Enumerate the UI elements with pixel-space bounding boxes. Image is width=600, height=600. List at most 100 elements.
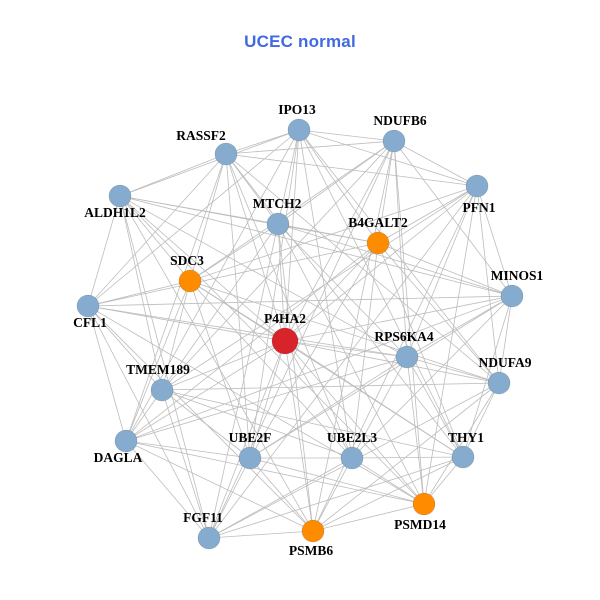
edge-SDC3-NDUFA9 [189,280,500,384]
edge-NDUFB6-PSMD14 [393,140,425,505]
node-label-MTCH2: MTCH2 [253,196,302,211]
edge-MTCH2-NDUFB6 [277,140,395,225]
edge-MINOS1-THY1 [462,295,513,458]
node-PSMD14 [412,492,436,516]
node-label-PSMD14: PSMD14 [394,517,446,532]
edge-TMEM189-SDC3 [161,280,191,391]
node-label-NDUFB6: NDUFB6 [373,113,426,128]
edge-MINOS1-UBE2L3 [351,295,513,459]
edge-FGF11-DAGLA [125,440,210,539]
edge-THY1-FGF11 [208,456,464,539]
edge-MINOS1-UBE2F [249,295,513,459]
node-NDUFA9 [487,371,511,395]
edge-P4HA2-RASSF2 [225,153,286,342]
edge-TMEM189-CFL1 [87,305,163,391]
edge-RPS6KA4-THY1 [406,356,464,458]
edge-P4HA2-RPS6KA4 [284,340,408,358]
edge-DAGLA-SDC3 [125,280,191,442]
node-label-PFN1: PFN1 [463,200,496,215]
edge-NDUFB6-B4GALT2 [377,140,395,244]
node-label-RASSF2: RASSF2 [176,128,226,143]
node-label-ALDH1L2: ALDH1L2 [84,205,146,220]
node-label-RPS6KA4: RPS6KA4 [374,329,434,344]
edge-UBE2L3-SDC3 [189,280,353,459]
node-label-IPO13: IPO13 [278,102,316,117]
edge-CFL1-RASSF2 [87,153,227,307]
edge-P4HA2-UBE2L3 [284,340,353,459]
edge-TMEM189-ALDH1L2 [119,195,163,391]
node-FGF11 [197,526,221,550]
edge-IPO13-UBE2L3 [298,129,353,459]
edge-RASSF2-THY1 [225,153,464,458]
edge-UBE2F-DAGLA [125,440,251,459]
edge-NDUFA9-RPS6KA4 [406,356,500,384]
edge-UBE2L3-RASSF2 [225,153,353,459]
edge-TMEM189-PFN1 [161,185,478,391]
edge-PFN1-MINOS1 [476,185,513,297]
edge-P4HA2-PSMB6 [284,340,314,532]
edge-DAGLA-CFL1 [87,305,127,442]
node-label-P4HA2: P4HA2 [264,311,306,326]
edge-NDUFA9-TMEM189 [161,382,500,391]
edge-UBE2F-RASSF2 [225,153,251,459]
edge-THY1-UBE2L3 [351,456,464,459]
edge-MINOS1-DAGLA [125,295,513,442]
edge-TMEM189-MTCH2 [161,223,279,391]
node-RPS6KA4 [395,345,419,369]
edge-PSMD14-DAGLA [125,440,425,505]
edge-NDUFB6-PFN1 [393,140,478,187]
edge-CFL1-MINOS1 [87,295,513,307]
edge-SDC3-ALDH1L2 [119,195,191,282]
edge-PFN1-PSMD14 [423,185,478,505]
edge-RASSF2-IPO13 [225,129,300,155]
edge-UBE2F-FGF11 [208,457,251,539]
edge-P4HA2-NDUFB6 [284,140,395,342]
edge-SDC3-RASSF2 [189,153,227,282]
node-label-NDUFA9: NDUFA9 [479,355,532,370]
edge-ALDH1L2-RASSF2 [119,153,227,197]
edge-UBE2F-IPO13 [249,129,300,459]
edge-RASSF2-PFN1 [225,153,478,187]
edge-CFL1-SDC3 [87,280,191,307]
nodes-layer [76,118,524,550]
labels-layer: P4HA2IPO13NDUFB6B4GALT2PFN1MINOS1NDUFA9R… [73,102,543,558]
edge-NDUFA9-THY1 [462,382,500,458]
node-SDC3 [178,269,202,293]
node-IPO13 [287,118,311,142]
edge-SDC3-NDUFB6 [189,140,395,282]
edge-IPO13-NDUFB6 [298,129,395,142]
edge-P4HA2-UBE2F [249,340,286,459]
node-B4GALT2 [366,231,390,255]
node-label-THY1: THY1 [448,430,484,445]
edges-layer [87,129,513,539]
node-label-UBE2F: UBE2F [229,430,272,445]
node-label-B4GALT2: B4GALT2 [348,215,408,230]
edge-B4GALT2-PFN1 [377,185,478,244]
edge-PSMD14-PSMB6 [312,503,425,532]
node-ALDH1L2 [108,184,132,208]
edge-P4HA2-PFN1 [284,185,478,342]
node-TMEM189 [150,378,174,402]
edge-NDUFB6-RPS6KA4 [393,140,408,358]
edge-MTCH2-IPO13 [277,129,300,225]
edge-THY1-SDC3 [189,280,464,458]
edge-ALDH1L2-MINOS1 [119,195,513,297]
edge-ALDH1L2-IPO13 [119,129,300,197]
node-CFL1 [76,294,100,318]
edge-NDUFA9-PSMB6 [312,382,500,532]
edge-THY1-TMEM189 [161,389,464,458]
edge-B4GALT2-NDUFA9 [377,242,500,384]
node-MTCH2 [266,212,290,236]
edge-P4HA2-MINOS1 [284,295,513,342]
edge-PFN1-RPS6KA4 [406,185,478,358]
edge-UBE2L3-TMEM189 [161,389,353,459]
edge-CFL1-IPO13 [87,129,300,307]
edge-IPO13-NDUFA9 [298,129,500,384]
edge-NDUFB6-PSMB6 [312,140,395,532]
edge-NDUFB6-MINOS1 [393,140,513,297]
node-UBE2L3 [340,446,364,470]
node-RASSF2 [214,142,238,166]
edge-PSMB6-FGF11 [208,530,314,539]
